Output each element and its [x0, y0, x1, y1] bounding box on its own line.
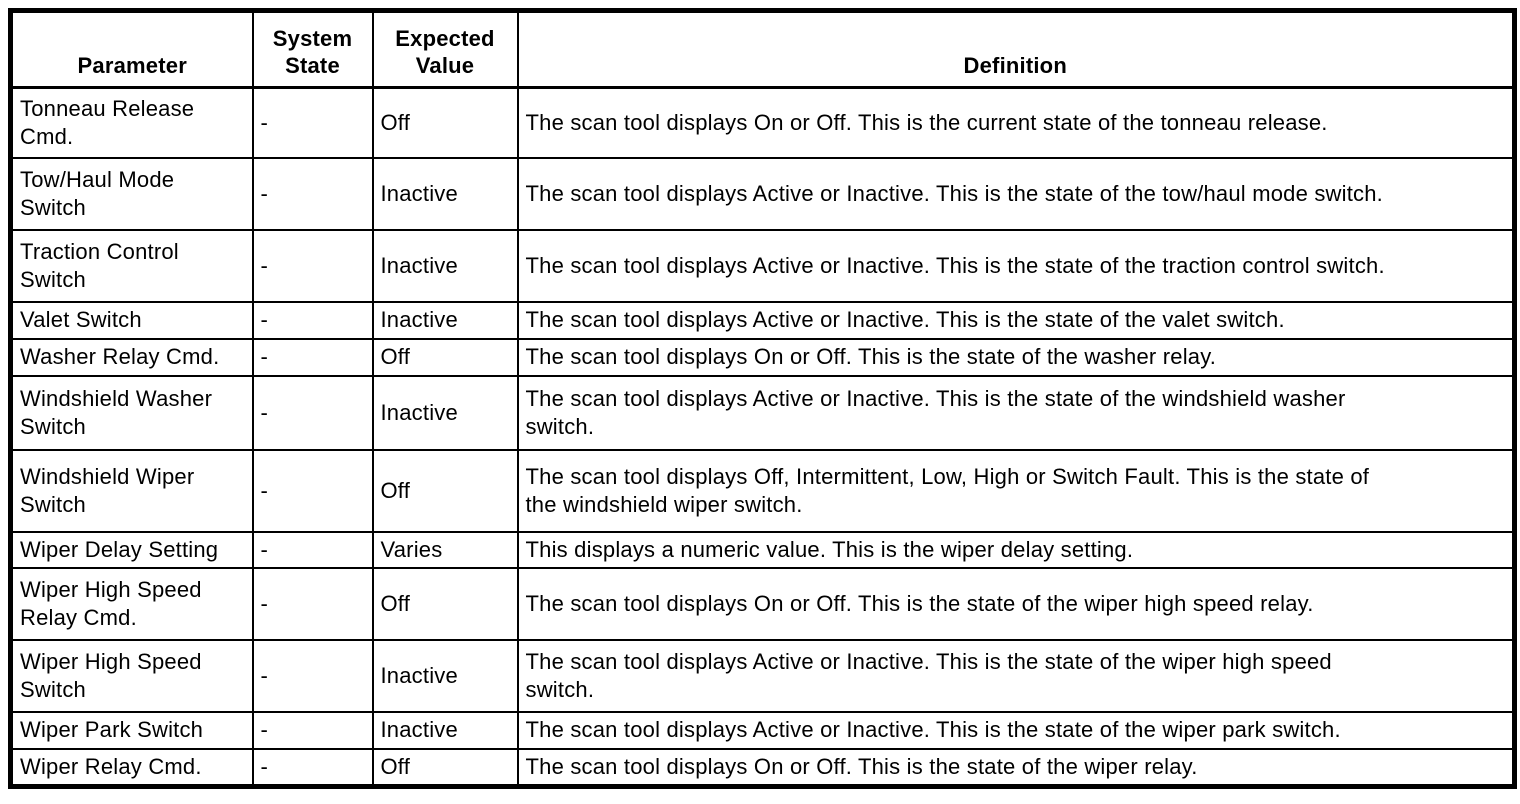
cell-definition: The scan tool displays On or Off. This i…	[516, 86, 1516, 159]
table-row: Tow/Haul Mode Switch - Inactive The scan…	[9, 156, 1516, 231]
cell-definition: The scan tool displays Active or Inactiv…	[516, 374, 1516, 451]
cell-expected-value: Off	[371, 747, 519, 788]
cell-expected-value: Varies	[371, 530, 519, 569]
cell-definition: The scan tool displays On or Off. This i…	[516, 566, 1516, 641]
cell-expected-value: Inactive	[371, 710, 519, 750]
cell-definition: This displays a numeric value. This is t…	[516, 530, 1516, 569]
cell-parameter: Tow/Haul Mode Switch	[9, 156, 254, 231]
header-row: Parameter System State Expected Value De…	[9, 9, 1516, 89]
cell-system-state: -	[251, 448, 374, 533]
cell-system-state: -	[251, 228, 374, 303]
cell-parameter: Windshield Washer Switch	[9, 374, 254, 451]
cell-parameter: Wiper Park Switch	[9, 710, 254, 750]
table-row: Traction Control Switch - Inactive The s…	[9, 228, 1516, 303]
table-row: Wiper Relay Cmd. - Off The scan tool dis…	[9, 747, 1516, 788]
cell-system-state: -	[251, 710, 374, 750]
table-row: Wiper High Speed Switch - Inactive The s…	[9, 638, 1516, 713]
table-row: Wiper High Speed Relay Cmd. - Off The sc…	[9, 566, 1516, 641]
cell-system-state: -	[251, 530, 374, 569]
cell-expected-value: Inactive	[371, 300, 519, 340]
cell-definition: The scan tool displays On or Off. This i…	[516, 337, 1516, 377]
cell-parameter: Wiper Delay Setting	[9, 530, 254, 569]
column-header-system-state: System State	[251, 9, 374, 89]
table-row: Wiper Park Switch - Inactive The scan to…	[9, 710, 1516, 750]
cell-system-state: -	[251, 566, 374, 641]
table-row: Windshield Washer Switch - Inactive The …	[9, 374, 1516, 451]
cell-expected-value: Inactive	[371, 156, 519, 231]
cell-system-state: -	[251, 747, 374, 788]
cell-definition: The scan tool displays Active or Inactiv…	[516, 710, 1516, 750]
cell-definition: The scan tool displays Active or Inactiv…	[516, 228, 1516, 303]
cell-system-state: -	[251, 156, 374, 231]
cell-parameter: Wiper High Speed Relay Cmd.	[9, 566, 254, 641]
cell-expected-value: Off	[371, 337, 519, 377]
table-row: Wiper Delay Setting - Varies This displa…	[9, 530, 1516, 569]
column-header-parameter: Parameter	[9, 9, 254, 89]
cell-system-state: -	[251, 300, 374, 340]
cell-parameter: Windshield Wiper Switch	[9, 448, 254, 533]
cell-parameter: Wiper Relay Cmd.	[9, 747, 254, 788]
table-row: Windshield Wiper Switch - Off The scan t…	[9, 448, 1516, 533]
cell-definition: The scan tool displays Active or Inactiv…	[516, 156, 1516, 231]
cell-parameter: Valet Switch	[9, 300, 254, 340]
cell-system-state: -	[251, 337, 374, 377]
cell-parameter: Tonneau Release Cmd.	[9, 86, 254, 159]
cell-definition: The scan tool displays Off, Intermittent…	[516, 448, 1516, 533]
column-header-expected-value: Expected Value	[371, 9, 519, 89]
cell-parameter: Washer Relay Cmd.	[9, 337, 254, 377]
cell-expected-value: Off	[371, 86, 519, 159]
cell-definition: The scan tool displays Active or Inactiv…	[516, 638, 1516, 713]
cell-definition: The scan tool displays Active or Inactiv…	[516, 300, 1516, 340]
cell-expected-value: Inactive	[371, 374, 519, 451]
table-row: Valet Switch - Inactive The scan tool di…	[9, 300, 1516, 340]
cell-system-state: -	[251, 86, 374, 159]
cell-expected-value: Inactive	[371, 228, 519, 303]
cell-definition: The scan tool displays On or Off. This i…	[516, 747, 1516, 788]
cell-parameter: Wiper High Speed Switch	[9, 638, 254, 713]
table-row: Tonneau Release Cmd. - Off The scan tool…	[9, 86, 1516, 159]
scan-tool-data-table: Parameter System State Expected Value De…	[8, 8, 1517, 789]
cell-expected-value: Off	[371, 448, 519, 533]
cell-system-state: -	[251, 638, 374, 713]
cell-expected-value: Inactive	[371, 638, 519, 713]
cell-parameter: Traction Control Switch	[9, 228, 254, 303]
column-header-definition: Definition	[516, 9, 1516, 89]
cell-expected-value: Off	[371, 566, 519, 641]
cell-system-state: -	[251, 374, 374, 451]
table-row: Washer Relay Cmd. - Off The scan tool di…	[9, 337, 1516, 377]
